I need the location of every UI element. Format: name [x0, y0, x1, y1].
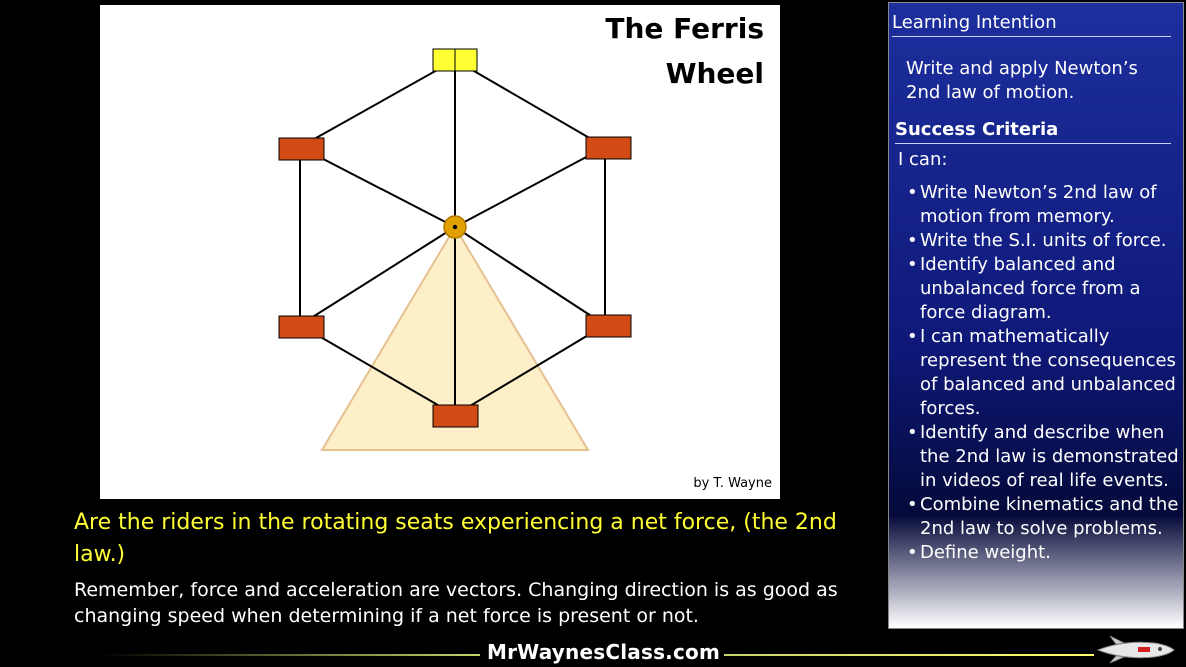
criteria-item-text: Define weight.: [920, 542, 1051, 563]
criteria-item-text: I can mathematically represent the conse…: [920, 326, 1176, 419]
ferris-wheel-illustration: The Ferris Wheel by T. Wayne: [100, 5, 780, 499]
rocket-logo-icon: [1096, 635, 1175, 664]
bullet-icon: •: [907, 182, 918, 203]
bullet-icon: •: [907, 254, 918, 275]
criteria-item: •I can mathematically represent the cons…: [907, 325, 1179, 421]
seat-lower-left: [278, 315, 325, 339]
illustration-credit: by T. Wayne: [693, 476, 772, 491]
criteria-item: •Identify and describe when the 2nd law …: [907, 421, 1179, 493]
criteria-item: •Combine kinematics and the 2nd law to s…: [907, 493, 1179, 541]
remark-text: Remember, force and acceleration are vec…: [74, 579, 838, 627]
criteria-item: •Identify balanced and unbalanced force …: [907, 253, 1179, 325]
illustration-title-line-1: The Ferris: [605, 12, 764, 45]
bullet-icon: •: [907, 326, 918, 347]
illustration-title-line-2: Wheel: [665, 57, 764, 90]
i-can-label: I can:: [898, 149, 948, 170]
learning-panel: Learning Intention Write and apply Newto…: [888, 2, 1184, 629]
criteria-item-text: Identify and describe when the 2nd law i…: [920, 422, 1179, 491]
seat-upper-right: [585, 136, 632, 160]
wheel-spokes: [299, 60, 606, 415]
learning-intention-heading: Learning Intention: [892, 12, 1171, 37]
success-criteria-heading: Success Criteria: [895, 119, 1171, 144]
seat-top: [432, 48, 478, 72]
footer-divider-right: [724, 654, 1094, 656]
criteria-item: •Write Newton’s 2nd law of motion from m…: [907, 181, 1179, 229]
learning-intention-text: Write and apply Newton’s 2nd law of moti…: [906, 58, 1138, 103]
bullet-icon: •: [907, 230, 918, 251]
bullet-icon: •: [907, 494, 918, 515]
seat-upper-left: [278, 137, 325, 161]
criteria-item-text: Identify balanced and unbalanced force f…: [920, 254, 1141, 323]
footer-divider-left: [100, 654, 480, 656]
footer-site-link[interactable]: MrWaynesClass.com: [487, 640, 721, 664]
criteria-item-text: Combine kinematics and the 2nd law to so…: [920, 494, 1179, 539]
criteria-item-text: Write the S.I. units of force.: [920, 230, 1167, 251]
criteria-item: •Define weight.: [907, 541, 1179, 565]
bullet-icon: •: [907, 542, 918, 563]
question-text: Are the riders in the rotating seats exp…: [74, 510, 837, 567]
seat-bottom: [432, 404, 479, 428]
criteria-item: •Write the S.I. units of force.: [907, 229, 1179, 253]
success-criteria-list: •Write Newton’s 2nd law of motion from m…: [907, 181, 1179, 565]
seat-lower-right: [585, 314, 632, 338]
ferris-wheel-drawing: [278, 48, 632, 451]
criteria-item-text: Write Newton’s 2nd law of motion from me…: [920, 182, 1157, 227]
bullet-icon: •: [907, 422, 918, 443]
